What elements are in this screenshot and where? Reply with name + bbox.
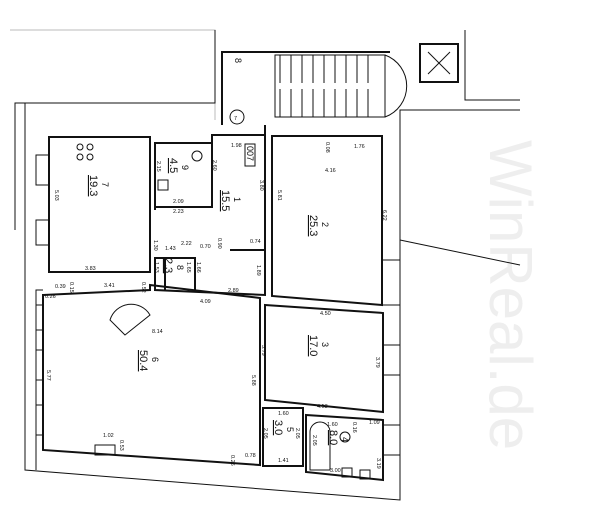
room-number: 7 — [100, 182, 110, 187]
room-number: 9 — [180, 165, 190, 170]
dimension-label: 1.76 — [354, 144, 365, 150]
room-7-label: 719.3 — [87, 175, 110, 196]
dimension-label: 3.41 — [104, 283, 115, 289]
room-area: 50.4 — [137, 350, 149, 371]
dimension-label: 0.74 — [250, 239, 261, 245]
dimension-label: 2.09 — [173, 199, 184, 205]
dimension-label: 3.80 — [258, 180, 264, 191]
room-6-label: 650.4 — [137, 350, 160, 371]
windows — [35, 154, 401, 456]
dimension-label: 1.30 — [152, 240, 158, 251]
dimension-label: 0.15 — [68, 282, 74, 293]
room-area: 15.5 — [219, 190, 231, 211]
dimension-label: 2.05 — [311, 435, 317, 446]
dimension-label: 1.66 — [195, 262, 201, 273]
staircase: 8 7 — [221, 51, 408, 135]
dimension-label: 0.26 — [45, 294, 56, 300]
room-number: 4 — [340, 437, 350, 442]
dimension-label: 2.89 — [228, 288, 239, 294]
room-area: 3.0 — [272, 420, 284, 435]
dimension-label: 1.65 — [185, 262, 191, 273]
dimension-label: 1.98 — [231, 143, 242, 149]
room-number: 6 — [150, 357, 160, 362]
dimension-label: 2.05 — [294, 428, 300, 439]
dimension-label: 1.89 — [255, 265, 261, 276]
dimension-label: 5.77 — [45, 370, 51, 381]
room-area: 25.3 — [307, 215, 319, 236]
dimension-label: 0.26 — [229, 455, 235, 466]
dimension-label: 1.41 — [278, 458, 289, 464]
room-3-label: 317.0 — [307, 335, 330, 356]
elevator — [419, 43, 459, 83]
dimension-label: 0.70 — [200, 244, 211, 250]
room-1-label: 115.5 — [219, 190, 242, 211]
dimension-label: 3.83 — [85, 266, 96, 272]
room-area: 8.0 — [327, 430, 339, 445]
dimension-label: 1.09 — [369, 420, 380, 426]
room-number: 1 — [232, 197, 242, 202]
room-area: 19.3 — [87, 175, 99, 196]
dimension-label: 4.16 — [325, 168, 336, 174]
dimension-label: 0.08 — [324, 142, 330, 153]
stair-mark: 8 — [233, 58, 243, 63]
dimension-label: 3.00 — [330, 468, 341, 474]
dimension-label: 1.53 — [153, 262, 159, 273]
dimension-label: 1.02 — [103, 433, 114, 439]
dimension-label: 0.16 — [351, 422, 357, 433]
room-number: 3 — [320, 342, 330, 347]
dimension-label: 5.81 — [276, 190, 282, 201]
dimension-label: 0.53 — [118, 440, 124, 451]
room-7-outline — [48, 136, 151, 273]
dimension-label: 0.52 — [140, 282, 146, 293]
dimension-label: 2.22 — [181, 241, 192, 247]
watermark: WinReal.de — [477, 140, 544, 450]
dimension-label: 3.19 — [375, 458, 381, 469]
room-2-label: 225.3 — [307, 215, 330, 236]
dimension-label: 8.14 — [152, 329, 163, 335]
walls — [42, 134, 384, 482]
dimension-label: 5.03 — [53, 190, 59, 201]
dimension-label: 1.43 — [165, 246, 176, 252]
dimension-label: 0.39 — [55, 284, 66, 290]
dimension-label: 0.90 — [216, 238, 222, 249]
room-area: 17.0 — [307, 335, 319, 356]
dimension-label: 6.22 — [381, 210, 387, 221]
dimension-label: 2.60 — [211, 160, 217, 171]
dimension-label: 4.09 — [200, 299, 211, 305]
meter-label: 007 — [245, 146, 255, 161]
room-number: 5 — [285, 427, 295, 432]
dimension-label: 1.60 — [278, 411, 289, 417]
dimension-label: 5.88 — [250, 375, 256, 386]
room-number: 2 — [320, 222, 330, 227]
room-number: 8 — [175, 265, 185, 270]
room-8-label: 82.3 — [162, 258, 185, 273]
room-5-label: 53.0 — [272, 420, 295, 435]
dimension-label: 2.15 — [155, 161, 161, 172]
dimension-label: 1.60 — [327, 422, 338, 428]
dimension-label: 3.79 — [374, 357, 380, 368]
room-9-label: 94.5 — [167, 158, 190, 173]
room-area: 2.3 — [162, 258, 174, 273]
dimension-label: 4.53 — [317, 404, 328, 410]
dimension-label: 2.05 — [262, 428, 268, 439]
dimension-label: 4.50 — [320, 311, 331, 317]
dimension-label: 2.23 — [173, 209, 184, 215]
dimension-label: 0.78 — [245, 453, 256, 459]
room-area: 4.5 — [167, 158, 179, 173]
entrance-mark: 7 — [234, 116, 237, 122]
dimension-label: 3.79 — [260, 345, 266, 356]
room-4-label: 48.0 — [327, 430, 350, 445]
